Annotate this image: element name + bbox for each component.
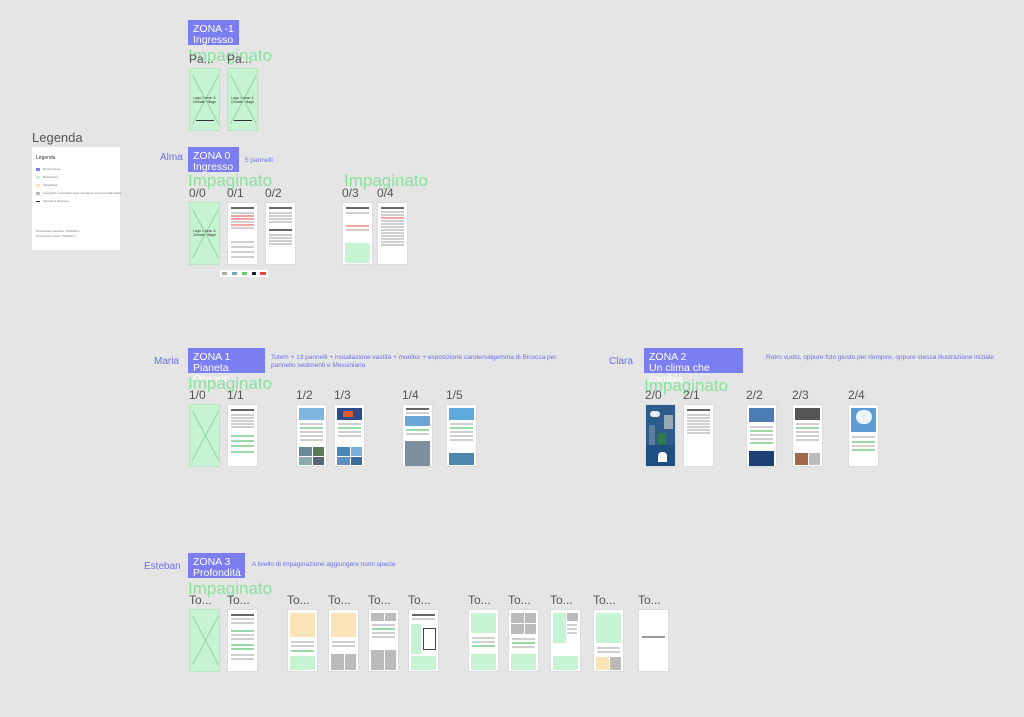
panel-frame[interactable] [189, 404, 220, 467]
legend-card-title: Legenda [36, 155, 55, 161]
panel-frame[interactable]: Lago Ocean & Climate Village [189, 68, 220, 131]
panel-frame[interactable] [342, 202, 373, 265]
frame-label: To... [593, 593, 616, 607]
frame-label: To... [287, 593, 310, 607]
frame-label: 1/3 [334, 388, 351, 402]
legend-item: Infografica [36, 183, 57, 187]
frame-label: 0/4 [377, 186, 394, 200]
legend-footer: Dimensione totem: 70x200cm [36, 234, 76, 238]
panel-frame[interactable] [402, 404, 433, 467]
legend-item: Illustrazioni [36, 175, 58, 179]
frame-label: 1/0 [189, 388, 206, 402]
zone-1-note: Totem + 13 pannelli + installazione vast… [271, 354, 561, 370]
legend-item: Numeri Zone [36, 167, 60, 171]
legend-heading: Legenda [32, 130, 83, 145]
panel-frame[interactable] [408, 609, 439, 672]
panel-frame[interactable] [468, 609, 499, 672]
panel-frame[interactable]: Lago Ocean & Climate Village [189, 202, 220, 265]
frame-label: 1/4 [402, 388, 419, 402]
panel-frame[interactable] [746, 404, 777, 467]
panel-frame[interactable] [377, 202, 408, 265]
panel-frame[interactable] [189, 609, 220, 672]
zone-3-note: A livello di impaginazione aggiungere no… [252, 561, 395, 569]
panel-frame[interactable] [683, 404, 714, 467]
frame-label: To... [368, 593, 391, 607]
logo-strip [220, 270, 268, 277]
frame-label: To... [468, 593, 491, 607]
legend-item: Fotografie e immagini (ogni immagine avr… [36, 191, 121, 195]
panel-frame[interactable] [638, 609, 669, 672]
legend-item: Simboli di direzione [36, 199, 69, 203]
panel-frame[interactable] [446, 404, 477, 467]
frame-label: To... [189, 593, 212, 607]
panel-frame[interactable] [227, 609, 258, 672]
frame-label: 2/3 [792, 388, 809, 402]
frame-label: 0/3 [342, 186, 359, 200]
assignee-esteban: Esteban [144, 561, 181, 572]
frame-label: 2/2 [746, 388, 763, 402]
assignee-alma: Alma [160, 152, 183, 163]
panel-frame[interactable] [265, 202, 296, 265]
legend-footer: Dimensione pannello: 70x200cm [36, 229, 80, 233]
frame-label: 1/1 [227, 388, 244, 402]
zone-2-note: Retro vuoto, oppure foto giusto per riem… [766, 354, 996, 362]
frame-label: 2/1 [683, 388, 700, 402]
frame-label: Pa... [227, 52, 252, 66]
frame-label: 0/2 [265, 186, 282, 200]
panel-frame[interactable] [227, 202, 258, 265]
zone-0-note: 5 pannelli [245, 157, 273, 165]
panel-frame[interactable] [550, 609, 581, 672]
panel-frame[interactable] [287, 609, 318, 672]
frame-label: 2/0 [645, 388, 662, 402]
frame-label: Pa... [189, 52, 214, 66]
panel-frame[interactable] [848, 404, 879, 467]
panel-frame[interactable] [593, 609, 624, 672]
frame-label: To... [508, 593, 531, 607]
frame-label: To... [638, 593, 661, 607]
frame-label: 2/4 [848, 388, 865, 402]
frame-label: 0/0 [189, 186, 206, 200]
panel-frame[interactable] [296, 404, 327, 467]
legend-card[interactable]: Legenda Numeri Zone Illustrazioni Infogr… [32, 147, 120, 250]
frame-label: To... [550, 593, 573, 607]
panel-frame[interactable] [227, 404, 258, 467]
frame-label: 0/1 [227, 186, 244, 200]
panel-frame[interactable] [334, 404, 365, 467]
panel-frame[interactable] [368, 609, 399, 672]
panel-frame[interactable] [328, 609, 359, 672]
assignee-maria: Maria [154, 356, 179, 367]
panel-frame[interactable] [508, 609, 539, 672]
panel-frame[interactable]: Lago Ocean & Climate Village [227, 68, 258, 131]
assignee-clara: Clara [609, 356, 633, 367]
frame-label: To... [227, 593, 250, 607]
frame-label: 1/5 [446, 388, 463, 402]
frame-label: To... [328, 593, 351, 607]
frame-label: 1/2 [296, 388, 313, 402]
frame-label: To... [408, 593, 431, 607]
panel-frame[interactable] [645, 404, 676, 467]
panel-frame[interactable] [792, 404, 823, 467]
